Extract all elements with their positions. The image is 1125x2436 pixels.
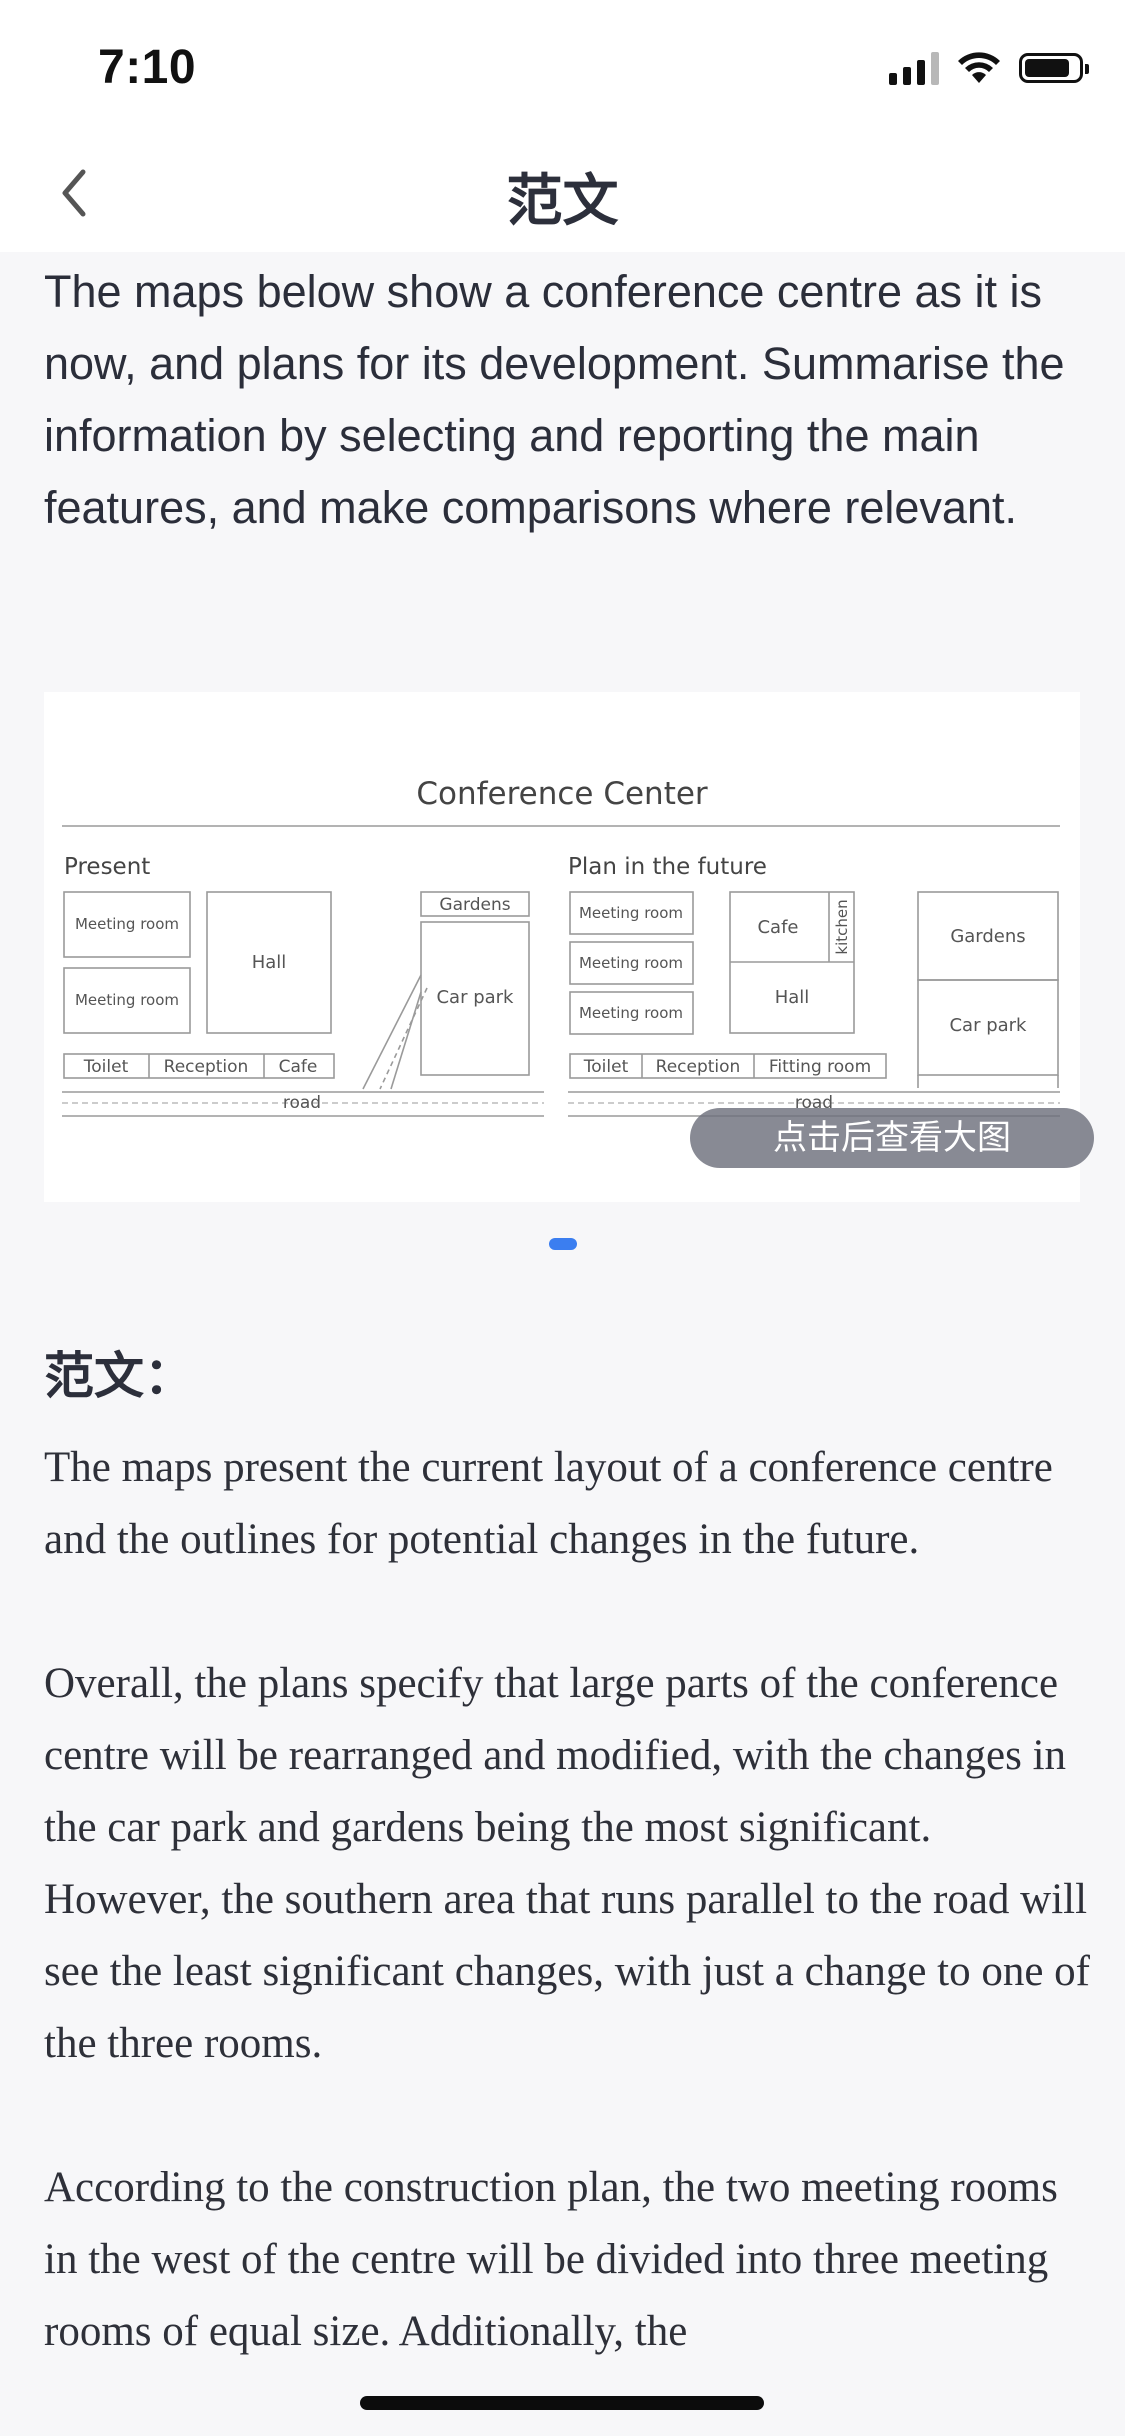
present-cafe: Cafe <box>279 1057 318 1077</box>
status-icons <box>889 48 1089 88</box>
essay-body: The maps present the current layout of a… <box>44 1432 1094 2436</box>
future-reception: Reception <box>656 1057 741 1077</box>
battery-level <box>1025 59 1069 77</box>
future-gardens: Gardens <box>950 926 1025 947</box>
present-meeting-room-2: Meeting room <box>75 991 179 1009</box>
future-toilet: Toilet <box>583 1057 629 1077</box>
essay-paragraph-3: According to the construction plan, the … <box>44 2164 1058 2355</box>
page-title: 范文 <box>506 169 619 234</box>
map-title: Conference Center <box>416 776 708 812</box>
status-bar: 7:10 <box>0 0 1125 132</box>
future-meeting-room-1: Meeting room <box>579 904 683 922</box>
chevron-left-icon <box>62 169 86 217</box>
present-gardens: Gardens <box>439 895 510 915</box>
map-image-card[interactable]: Conference Center Present Meeting room M… <box>44 692 1094 1202</box>
essay-paragraph-1: The maps present the current layout of a… <box>44 1444 1053 1563</box>
home-indicator <box>360 2396 764 2410</box>
present-label: Present <box>64 854 150 880</box>
battery-icon <box>1019 53 1089 83</box>
conference-centre-map: Conference Center Present Meeting room M… <box>62 776 1060 1117</box>
future-meeting-room-2: Meeting room <box>579 954 683 972</box>
cellular-signal-icon <box>889 51 939 85</box>
essay-heading: 范文： <box>44 1347 194 1405</box>
wifi-icon <box>958 52 1000 83</box>
carousel-page-indicator <box>549 1238 577 1250</box>
present-meeting-room-1: Meeting room <box>75 915 179 933</box>
future-cafe: Cafe <box>757 917 798 938</box>
future-fitting-room: Fitting room <box>769 1057 871 1077</box>
present-reception: Reception <box>164 1057 249 1077</box>
present-car-park: Car park <box>436 987 514 1008</box>
future-label: Plan in the future <box>568 854 767 880</box>
future-hall: Hall <box>775 987 810 1008</box>
status-time: 7:10 <box>98 41 197 94</box>
present-hall: Hall <box>252 952 287 973</box>
present-road: road <box>283 1093 321 1113</box>
future-meeting-room-3: Meeting room <box>579 1004 683 1022</box>
nav-bar: 范文 <box>0 132 1125 252</box>
back-button[interactable] <box>44 158 104 228</box>
essay-paragraph-2: Overall, the plans specify that large pa… <box>44 1660 1091 2067</box>
view-large-image-button[interactable]: 点击后查看大图 <box>690 1108 1094 1168</box>
present-toilet: Toilet <box>83 1057 129 1077</box>
future-car-park: Car park <box>949 1015 1027 1036</box>
future-kitchen: kitchen <box>833 899 851 954</box>
task-prompt: The maps below show a conference centre … <box>44 266 1065 533</box>
